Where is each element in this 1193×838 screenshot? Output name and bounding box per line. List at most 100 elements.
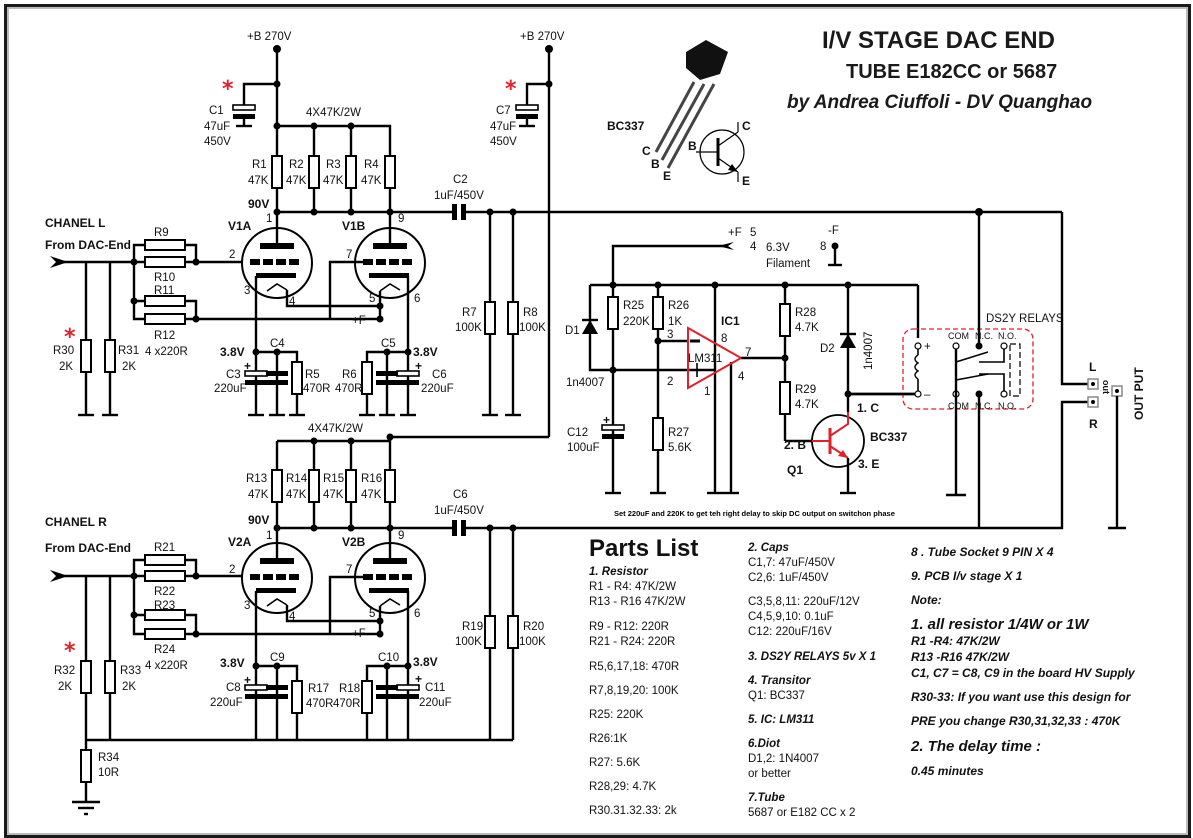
anode-volts-r: 90V: [248, 513, 269, 527]
page-border: [4, 4, 1191, 838]
pl-ic-head: 5. IC: LM311: [748, 714, 814, 726]
pl-resistor-head: 1. Resistor: [589, 566, 648, 578]
pl-line: R27: 5.6K: [589, 757, 640, 769]
parts-list: Parts List 1. Resistor R1 - R4: 47K/2W R…: [589, 535, 876, 819]
r22-ref: R22: [154, 586, 175, 598]
note-n2: 2. The delay time :: [910, 738, 1041, 755]
r6-ref: R6: [342, 369, 357, 381]
pl-line: R21 - R24: 220R: [589, 636, 675, 648]
com-top: COM: [948, 331, 969, 341]
pin3-l: 3: [244, 285, 250, 297]
r10-ref: R10: [154, 272, 175, 284]
pl-line: C3,5,8,11: 220uF/12V: [748, 596, 860, 608]
pin9-r: 9: [398, 530, 404, 542]
c8-plus: +: [244, 673, 251, 687]
tube-v1b-label: V1B: [342, 219, 366, 233]
delay-circuit: +F 5 4 6.3V Filament -F 8 D1 1n4007 R25 …: [565, 225, 920, 518]
r8-ref: R8: [523, 307, 538, 319]
r7-value: 100K: [455, 322, 482, 334]
output-connector: L R out OUT PUT: [1060, 212, 1146, 530]
cathode-volts-l-b: 3.8V: [413, 345, 438, 359]
r18-value: 470R: [333, 698, 361, 710]
channel-r-title: CHANEL R: [45, 515, 107, 529]
r32-marker: *: [64, 639, 76, 664]
c3-value: 220uF: [214, 383, 247, 395]
r5-value: 470R: [303, 383, 331, 395]
pl-line: 5687 or E182 CC x 2: [748, 807, 855, 819]
r24-ref: R24: [154, 644, 176, 656]
c5-ref: C5: [381, 338, 396, 350]
coil-plus: +: [924, 341, 931, 353]
note-n1b: R13 -R16 47K/2W: [911, 650, 1011, 664]
r34-ref: R34: [98, 752, 120, 764]
pl-line: D1,2: 1N4007: [748, 753, 819, 765]
c2-ref: C2: [453, 174, 468, 186]
r23-ref: R23: [154, 600, 175, 612]
filament-label: Filament: [766, 258, 811, 270]
r20-value: 100K: [519, 636, 546, 648]
q1-b-label: 2. B: [784, 438, 806, 452]
com-bottom: COM: [948, 401, 969, 411]
relay-title: DS2Y RELAYS: [986, 313, 1064, 325]
pin-e-label: E: [663, 169, 671, 183]
filament-plusf: +F: [728, 227, 742, 239]
pin4-r: 4: [289, 611, 296, 623]
c12-value: 100uF: [567, 442, 600, 454]
pl-line: R1 - R4: 47K/2W: [589, 581, 676, 593]
pl-line: R13 - R16 47K/2W: [589, 596, 686, 608]
bc337-pinout: BC337 C B E C B E: [607, 40, 751, 188]
r2-ref: R2: [289, 159, 304, 171]
q1-transistor-icon: [811, 410, 865, 468]
r16-ref: R16: [361, 473, 382, 485]
ic-part: LM311: [688, 353, 722, 365]
r14-value: 47K: [286, 489, 307, 501]
bplus-right-label: +B 270V: [520, 31, 565, 43]
no-top: N.O.: [998, 331, 1017, 341]
c11-ref: C11: [425, 682, 445, 694]
r29-value: 4.7K: [795, 399, 819, 411]
channel-right: 4X47K/2W R13 47K R14 47K R15 47K R16 47K…: [45, 400, 1092, 816]
r13-ref: R13: [246, 473, 267, 485]
c7-value: 47uF: [490, 121, 516, 133]
r31-value: 2K: [122, 361, 136, 373]
r19-ref: R19: [462, 621, 483, 633]
r26-value: 1K: [668, 316, 682, 328]
r1-ref: R1: [252, 159, 267, 171]
pin-b-label: B: [651, 157, 660, 171]
filament-pin5: 5: [750, 227, 756, 239]
note-n1c: C1, C7 = C8, C9 in the board HV Supply: [911, 666, 1136, 680]
r33-ref: R33: [120, 665, 141, 677]
d1-diode-icon: [582, 320, 598, 334]
r15-ref: R15: [323, 473, 344, 485]
r18-ref: R18: [339, 683, 360, 695]
note-n1: 1. all resistor 1/4W or 1W: [911, 616, 1090, 633]
pl-line: R9 - R12: 220R: [589, 621, 669, 633]
tube-v1a-label: V1A: [228, 219, 252, 233]
note-n1e: PRE you change R30,31,32,33 : 470K: [911, 714, 1122, 728]
relay-outline: [902, 328, 1034, 410]
pl-caps-head: 2. Caps: [747, 542, 789, 554]
pin1-r: 1: [266, 530, 272, 542]
c1-value: 47uF: [204, 121, 230, 133]
c6-value: 220uF: [421, 383, 454, 395]
r30-ref: R30: [53, 345, 74, 357]
r25-value: 220K: [623, 316, 650, 328]
r7-ref: R7: [462, 307, 477, 319]
ic-ref: IC1: [721, 314, 740, 328]
pin3-r: 3: [244, 600, 250, 612]
delay-note: Set 220uF and 220K to get teh right dela…: [614, 509, 895, 518]
note-n1a: R1 -R4: 47K/2W: [911, 634, 1001, 648]
pl-line: R26:1K: [589, 733, 628, 745]
pl-diode-head: 6.Diot: [748, 738, 781, 750]
output-l-label: L: [1089, 360, 1096, 374]
note-head: Note:: [911, 593, 942, 607]
c10-ref: C10: [378, 652, 399, 664]
c6-ref: C6: [432, 369, 447, 381]
bplus-left-label: +B 270V: [247, 31, 292, 43]
pin1-l: 1: [266, 213, 272, 225]
cathode-volts-r-a: 3.8V: [220, 656, 245, 670]
nc-top: N.C.: [975, 331, 993, 341]
r17-ref: R17: [308, 683, 329, 695]
ic-pin4: 4: [738, 371, 745, 383]
pin-c-label: C: [642, 144, 651, 158]
